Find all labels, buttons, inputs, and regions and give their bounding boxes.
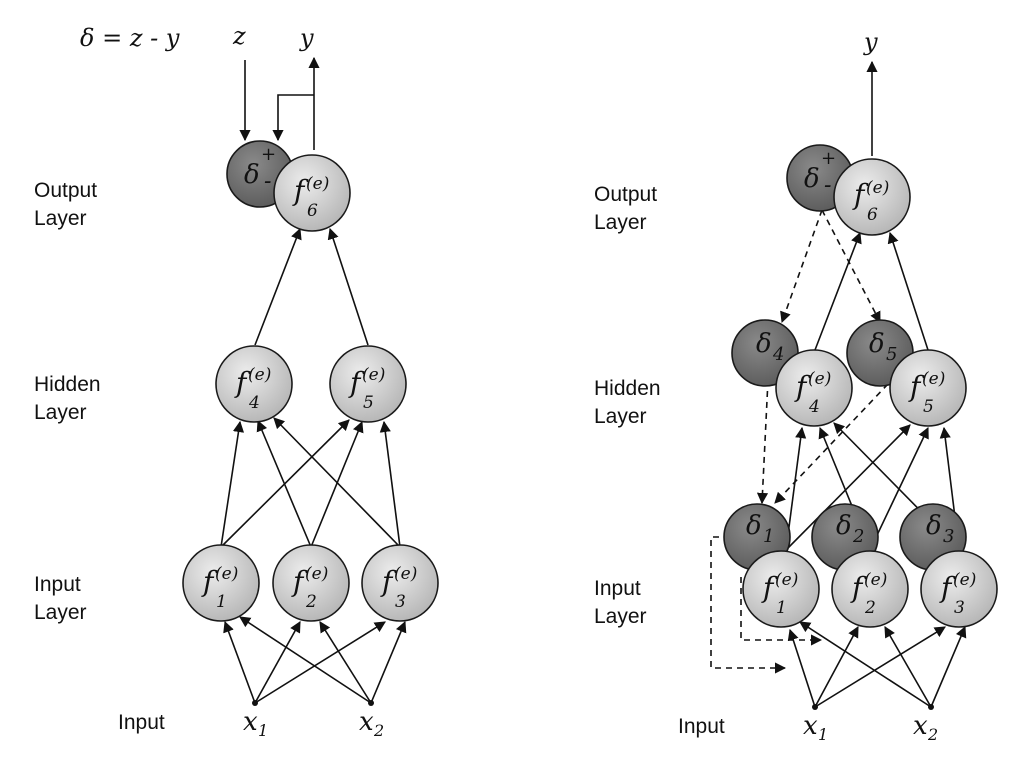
- right-node-f5: f 5 (e): [889, 349, 967, 427]
- feedback-arrow: [272, 94, 314, 142]
- left-node-f2: f 2 (e): [272, 544, 350, 622]
- output-label-y: y: [299, 24, 314, 52]
- left-hidden-layer-label-2: Layer: [34, 401, 87, 424]
- right-output-label-y: y: [863, 28, 878, 56]
- svg-text:δ: δ: [926, 511, 942, 541]
- svg-text:5: 5: [363, 393, 374, 413]
- left-node-f6: f 6 (e): [273, 154, 351, 232]
- left-node-f4: f 4 (e): [215, 345, 293, 423]
- right-x1-label: x 1: [803, 711, 828, 744]
- right-input-point-x1: [812, 704, 818, 710]
- svg-text:1: 1: [763, 526, 774, 547]
- right-input-layer-label-2: Layer: [594, 605, 647, 628]
- left-input-layer-label-2: Layer: [34, 601, 87, 624]
- svg-text:(e): (e): [775, 570, 798, 590]
- left-x-input-edges: [223, 616, 407, 704]
- svg-text:5: 5: [923, 397, 934, 417]
- svg-text:δ: δ: [836, 511, 852, 541]
- left-network: δ = z - y z y: [34, 22, 439, 740]
- input-point-x2: [368, 700, 374, 706]
- svg-text:δ: δ: [746, 511, 762, 541]
- input-point-x1: [252, 700, 258, 706]
- svg-text:4: 4: [808, 397, 820, 417]
- svg-text:(e): (e): [305, 564, 328, 584]
- svg-text:1: 1: [216, 592, 227, 612]
- svg-text:2: 2: [305, 592, 317, 612]
- svg-text:x: x: [359, 707, 374, 737]
- svg-text:1: 1: [818, 725, 828, 744]
- svg-text:δ: δ: [804, 164, 820, 194]
- right-node-f6: f 6 (e): [833, 158, 911, 236]
- svg-text:(e): (e): [866, 178, 889, 198]
- svg-text:δ: δ: [756, 329, 772, 359]
- left-input-label: Input: [118, 711, 165, 734]
- right-input-point-x2: [928, 704, 934, 710]
- svg-text:2: 2: [927, 725, 938, 744]
- target-label-z: z: [232, 22, 246, 50]
- svg-text:x: x: [243, 707, 258, 737]
- svg-text:(e): (e): [394, 564, 417, 584]
- svg-text:(e): (e): [808, 369, 831, 389]
- svg-text:-: -: [264, 169, 271, 194]
- right-input-layer-label: Input: [594, 577, 641, 600]
- right-output-layer-label: Output: [594, 183, 657, 206]
- right-node-f2: f 2 (e): [831, 550, 909, 628]
- right-x2-label: x 2: [913, 711, 938, 744]
- left-hidden-output-edges: [254, 227, 369, 346]
- svg-text:(e): (e): [306, 174, 329, 194]
- right-output-layer-label-2: Layer: [594, 211, 647, 234]
- right-input-label: Input: [678, 715, 725, 738]
- svg-text:(e): (e): [864, 570, 887, 590]
- svg-text:x: x: [803, 711, 818, 741]
- svg-text:+: +: [261, 144, 276, 165]
- svg-text:6: 6: [307, 201, 318, 221]
- svg-text:(e): (e): [248, 365, 271, 385]
- right-node-f1: f 1 (e): [742, 550, 820, 628]
- left-output-layer-label-2: Layer: [34, 207, 87, 230]
- svg-text:2: 2: [852, 526, 864, 547]
- svg-text:δ: δ: [869, 329, 885, 359]
- left-node-f3: f 3 (e): [361, 544, 439, 622]
- svg-text:(e): (e): [362, 365, 385, 385]
- right-hidden-layer-label: Hidden: [594, 377, 661, 400]
- svg-text:(e): (e): [215, 564, 238, 584]
- left-x2-label: x 2: [359, 707, 384, 740]
- svg-text:x: x: [913, 711, 928, 741]
- svg-text:1: 1: [776, 598, 787, 618]
- svg-text:4: 4: [248, 393, 260, 413]
- svg-text:2: 2: [373, 721, 384, 740]
- svg-text:6: 6: [867, 205, 878, 225]
- left-input-hidden-edges: [220, 417, 401, 548]
- svg-text:-: -: [824, 173, 831, 198]
- right-node-f4: f 4 (e): [775, 349, 853, 427]
- svg-text:3: 3: [943, 526, 954, 547]
- left-node-f5: f 5 (e): [329, 345, 407, 423]
- left-node-f1: f 1 (e): [182, 544, 260, 622]
- right-node-f3: f 3 (e): [920, 550, 998, 628]
- right-backprop-edges: [710, 209, 889, 674]
- svg-text:(e): (e): [922, 369, 945, 389]
- left-hidden-layer-label: Hidden: [34, 373, 101, 396]
- left-x1-label: x 1: [243, 707, 268, 740]
- right-hidden-layer-label-2: Layer: [594, 405, 647, 428]
- svg-text:5: 5: [886, 344, 897, 365]
- svg-text:(e): (e): [953, 570, 976, 590]
- svg-text:4: 4: [772, 344, 784, 365]
- svg-text:+: +: [821, 148, 836, 169]
- svg-text:1: 1: [258, 721, 268, 740]
- svg-text:δ: δ: [244, 160, 260, 190]
- svg-text:3: 3: [395, 592, 406, 612]
- svg-text:2: 2: [864, 598, 876, 618]
- svg-text:3: 3: [954, 598, 965, 618]
- left-input-layer-label: Input: [34, 573, 81, 596]
- right-network: y: [594, 28, 998, 744]
- right-x-input-edges: [787, 621, 967, 708]
- error-formula: δ = z - y: [80, 24, 180, 52]
- right-hidden-output-edges: [814, 231, 929, 351]
- left-output-layer-label: Output: [34, 179, 97, 202]
